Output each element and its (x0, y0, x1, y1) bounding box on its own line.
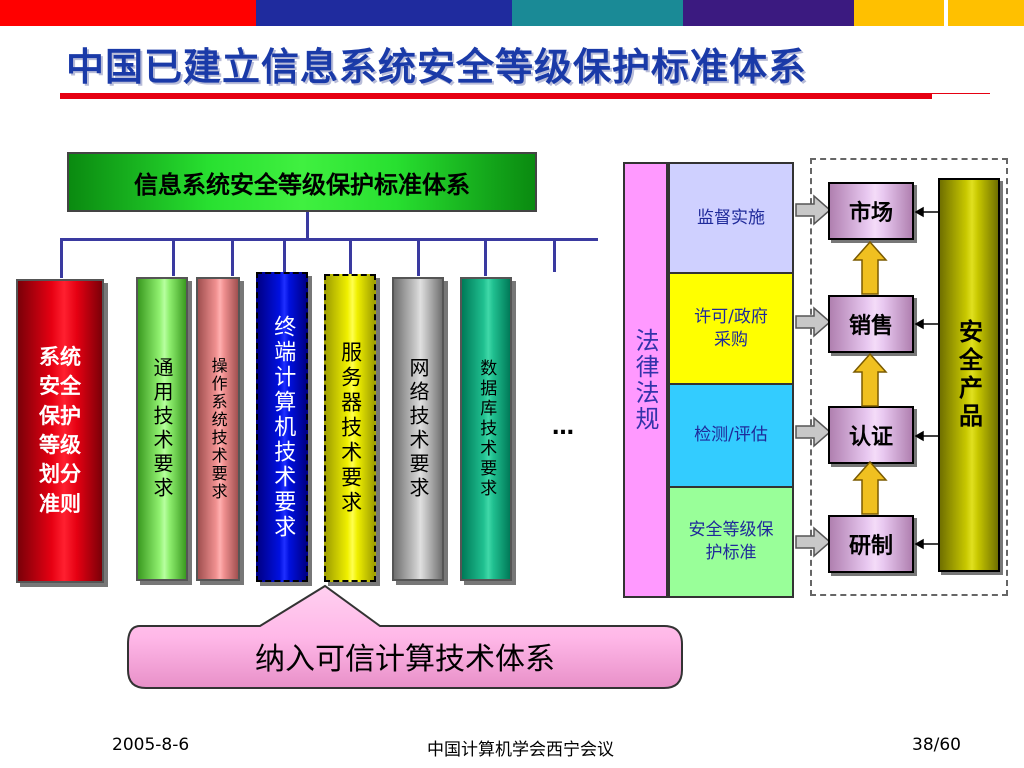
step-development: 研制 (828, 515, 914, 573)
column-network-tech: 网络技术要求 (392, 277, 444, 581)
drop-3 (231, 238, 234, 276)
product-label: 安全产品 (954, 319, 983, 431)
footer-page-number: 38/60 (912, 735, 961, 755)
column-label: 通用技术要求 (150, 357, 174, 501)
standard-system-header: 信息系统安全等级保护标准体系 (67, 152, 537, 212)
column-label: 终端计算机技术要求 (270, 314, 296, 540)
stack-label: 监督实施 (697, 207, 765, 228)
column-server-tech: 服务器技术要求 (324, 274, 376, 582)
footer-conference: 中国计算机学会西宁会议 (427, 740, 614, 760)
column-label: 操作系统技术要求 (208, 357, 228, 501)
top-strip-purple (683, 0, 854, 26)
market-chain-frame (810, 158, 1008, 596)
arrows-to-market-chain (795, 194, 832, 558)
drop-8 (553, 238, 556, 272)
product-arrows (914, 206, 938, 550)
top-strip-navy (256, 0, 512, 26)
column-grading-criteria: 系统安全保护等级划分准则 (16, 279, 104, 583)
drop-5 (349, 238, 352, 276)
column-label: 服务器技术要求 (338, 340, 363, 516)
up-arrows (852, 240, 888, 515)
title-underline (60, 93, 932, 99)
top-strip-orange (854, 0, 944, 26)
drop-6 (417, 238, 420, 276)
drop-2 (172, 238, 175, 276)
callout-bubble (127, 584, 683, 689)
column-terminal-tech: 终端计算机技术要求 (256, 272, 308, 582)
stack-protection-standard: 安全等级保护标准 (668, 486, 794, 598)
stack-testing-evaluation: 检测/评估 (668, 383, 794, 488)
footer-date: 2005-8-6 (112, 735, 190, 755)
laws-label: 法律法规 (631, 328, 659, 432)
laws-regulations-bar: 法律法规 (623, 162, 668, 598)
column-database-tech: 数据库技术要求 (460, 277, 512, 581)
column-os-tech: 操作系统技术要求 (196, 277, 240, 581)
drop-7 (484, 238, 487, 276)
header-stem (306, 212, 309, 240)
more-ellipsis: … (552, 415, 574, 440)
page-title: 中国已建立信息系统安全等级保护标准体系 (66, 45, 808, 89)
column-label: 系统安全保护等级划分准则 (39, 344, 81, 516)
top-strip-red (0, 0, 256, 26)
column-label: 数据库技术要求 (476, 359, 497, 499)
stack-label: 检测/评估 (694, 425, 768, 446)
column-general-tech: 通用技术要求 (136, 277, 188, 581)
title-underline-thin (932, 93, 990, 94)
security-product-bar: 安全产品 (938, 178, 1000, 572)
step-certification: 认证 (828, 406, 914, 464)
stack-label: 安全等级保护标准 (688, 520, 774, 563)
column-label: 网络技术要求 (406, 357, 430, 501)
top-strip-orange-2 (948, 0, 1024, 26)
top-strip-teal (512, 0, 683, 26)
stack-label: 许可/政府采购 (694, 306, 768, 350)
stack-supervision: 监督实施 (668, 162, 794, 274)
drop-4 (283, 238, 286, 276)
bus-line (60, 238, 598, 241)
drop-1 (60, 238, 63, 278)
stack-license-procurement: 许可/政府采购 (668, 272, 794, 385)
step-market: 市场 (828, 182, 914, 240)
trusted-computing-callout: 纳入可信计算技术体系 (255, 642, 555, 677)
step-sales: 销售 (828, 295, 914, 353)
